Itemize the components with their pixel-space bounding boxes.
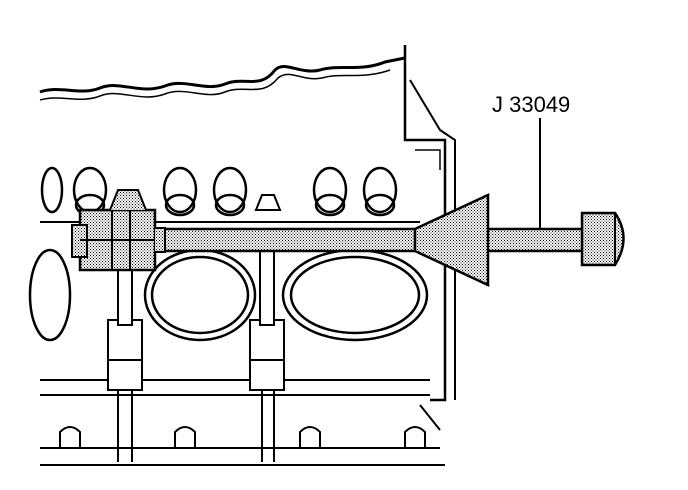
bearing-webs bbox=[107, 249, 285, 391]
block-right-edge bbox=[403, 45, 447, 402]
cylinder-bores bbox=[28, 248, 429, 342]
lifter-bores bbox=[40, 166, 398, 217]
tool-shaft bbox=[158, 227, 592, 253]
tool-callout-label: J 33049 bbox=[492, 92, 570, 117]
cylinder-head-outline bbox=[39, 56, 406, 94]
tool-handle-knob bbox=[580, 211, 625, 267]
camshaft-bearing-tool bbox=[71, 189, 625, 287]
pan-rail-notches bbox=[59, 426, 426, 448]
tool-cone bbox=[413, 193, 490, 287]
